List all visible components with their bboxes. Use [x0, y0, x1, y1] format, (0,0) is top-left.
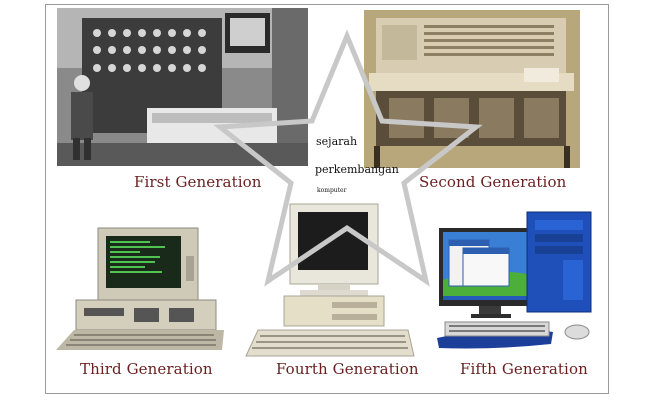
third-generation-photo: [54, 226, 226, 352]
second-generation-photo: [364, 10, 580, 168]
fourth-generation-caption: Fourth Generation: [276, 360, 419, 378]
title-line-3: komputer: [317, 187, 347, 194]
second-generation-caption: Second Generation: [419, 173, 567, 191]
third-generation-caption: Third Generation: [80, 360, 213, 378]
fourth-generation-photo: [244, 202, 416, 358]
title-line-2: perkembangan: [315, 163, 399, 176]
title-line-1: sejarah: [316, 135, 358, 148]
collage-frame: [45, 4, 609, 394]
first-generation-caption: First Generation: [134, 173, 262, 191]
fifth-generation-photo: [433, 210, 599, 350]
fifth-generation-caption: Fifth Generation: [460, 360, 588, 378]
first-generation-photo: [57, 8, 308, 166]
